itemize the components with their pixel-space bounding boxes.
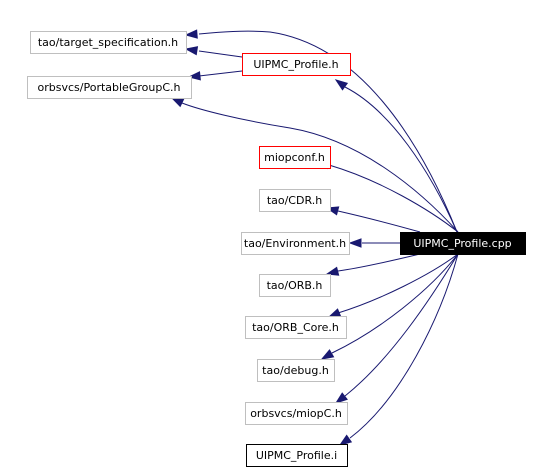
node-box xyxy=(30,31,187,54)
edge-arrowhead xyxy=(327,308,342,318)
node-uipmc-i[interactable]: UIPMC_Profile.i xyxy=(246,444,348,467)
edge-arrowhead xyxy=(184,29,198,39)
nodes-layer: tao/target_specification.hUIPMC_Profile.… xyxy=(27,31,526,467)
edge-arrowhead xyxy=(325,266,340,276)
node-label: orbsvcs/PortableGroupC.h xyxy=(38,81,181,94)
edge-cpp-to-orbcore xyxy=(327,253,459,318)
node-env[interactable]: tao/Environment.h xyxy=(241,232,350,255)
node-miopconf[interactable]: miopconf.h xyxy=(259,146,331,169)
node-label: tao/Environment.h xyxy=(244,237,346,250)
edge-line xyxy=(337,210,421,233)
edge-cpp-to-orb xyxy=(325,253,421,276)
node-box xyxy=(27,76,192,99)
edge-arrowhead xyxy=(348,238,362,248)
node-box xyxy=(242,53,351,76)
edge-cpp-to-target_spec xyxy=(184,29,458,233)
edge-arrowhead xyxy=(334,392,348,404)
node-label: tao/target_specification.h xyxy=(38,36,178,49)
edge-line xyxy=(198,70,243,77)
edge-cpp-to-debug xyxy=(320,253,459,360)
edge-arrowhead xyxy=(184,46,199,56)
node-label: tao/debug.h xyxy=(262,364,329,377)
node-orb[interactable]: tao/ORB.h xyxy=(259,274,331,297)
edge-cpp-to-miopconf xyxy=(316,160,459,233)
edge-line xyxy=(337,253,459,314)
edge-line xyxy=(344,253,459,397)
edge-uipmc_h-to-target_spec xyxy=(184,46,243,58)
edge-cpp-to-cdr xyxy=(325,206,421,233)
edge-cpp-to-uipmc_i xyxy=(338,253,459,446)
node-orbcore[interactable]: tao/ORB_Core.h xyxy=(245,316,347,339)
edge-line xyxy=(198,30,458,233)
node-box xyxy=(245,316,347,339)
node-label: tao/CDR.h xyxy=(267,194,322,207)
node-label: miopconf.h xyxy=(264,151,325,164)
node-cdr[interactable]: tao/CDR.h xyxy=(259,189,331,212)
node-debug[interactable]: tao/debug.h xyxy=(257,359,335,382)
node-label: UIPMC_Profile.cpp xyxy=(413,237,511,250)
edge-line xyxy=(181,102,459,233)
node-box xyxy=(241,232,350,255)
edge-cpp-to-uipmc_h xyxy=(334,79,458,233)
edge-line xyxy=(349,253,459,439)
node-target-spec[interactable]: tao/target_specification.h xyxy=(30,31,187,54)
node-label: orbsvcs/miopC.h xyxy=(250,407,342,420)
edge-cpp-to-portable xyxy=(170,97,459,233)
node-uipmc-h[interactable]: UIPMC_Profile.h xyxy=(242,53,351,76)
node-box xyxy=(259,189,331,212)
edge-uipmc_h-to-portable xyxy=(187,70,243,81)
edge-line xyxy=(198,50,243,58)
node-box xyxy=(245,402,348,425)
node-miopc[interactable]: orbsvcs/miopC.h xyxy=(245,402,348,425)
node-box xyxy=(400,232,526,255)
edge-line xyxy=(328,164,459,233)
edge-arrowhead xyxy=(320,349,335,360)
edge-line xyxy=(331,253,459,354)
edge-arrowhead xyxy=(170,97,185,108)
node-portable[interactable]: orbsvcs/PortableGroupC.h xyxy=(27,76,192,99)
edge-line xyxy=(337,253,421,272)
node-cpp[interactable]: UIPMC_Profile.cpp xyxy=(400,232,526,255)
edges-layer xyxy=(170,29,459,446)
edge-line xyxy=(344,86,458,233)
edge-arrowhead xyxy=(334,79,349,91)
node-label: tao/ORB.h xyxy=(267,279,323,292)
edge-cpp-to-env xyxy=(348,238,400,248)
node-box xyxy=(259,274,331,297)
node-box xyxy=(257,359,335,382)
node-label: UIPMC_Profile.i xyxy=(256,449,337,462)
node-label: UIPMC_Profile.h xyxy=(253,58,338,71)
node-label: tao/ORB_Core.h xyxy=(252,321,339,334)
edge-arrowhead xyxy=(187,71,201,81)
edge-cpp-to-miopc xyxy=(334,253,459,404)
node-box xyxy=(259,146,331,169)
edge-arrowhead xyxy=(338,434,353,446)
